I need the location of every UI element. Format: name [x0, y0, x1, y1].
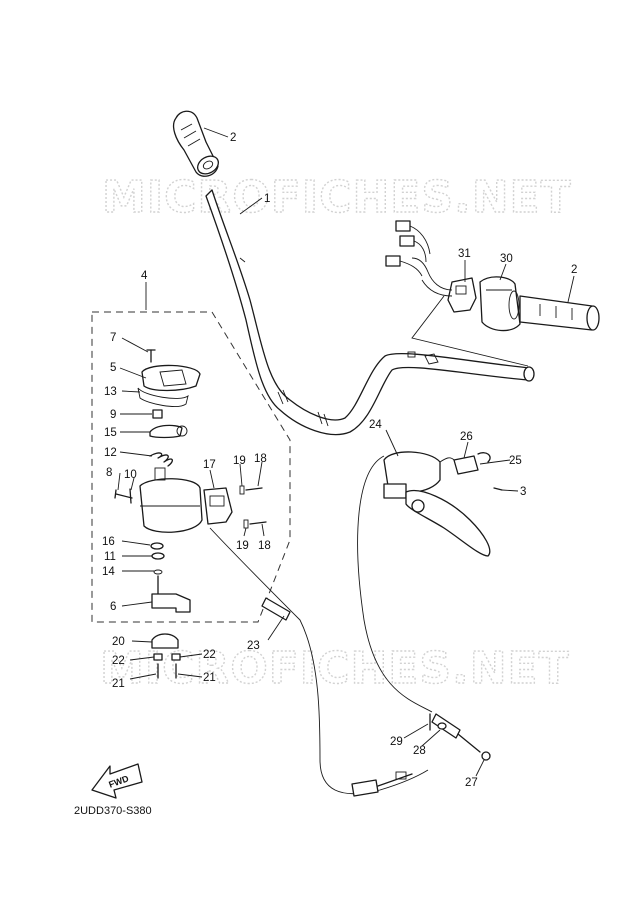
- callout-9: 9: [110, 409, 116, 421]
- brake-lever: [383, 451, 503, 557]
- callout-10: 10: [124, 469, 137, 481]
- callout-29: 29: [390, 736, 403, 748]
- callout-11: 11: [104, 551, 116, 563]
- callout-4: 4: [141, 270, 148, 282]
- callout-28: 28: [413, 745, 426, 757]
- callout-20: 20: [112, 636, 125, 648]
- leader-lines: [117, 127, 575, 777]
- watermark-top: MICROFICHES.NET: [102, 172, 572, 223]
- watermark-bottom: MICROFICHES.NET: [100, 643, 570, 694]
- callout-6: 6: [110, 601, 116, 613]
- callout-18-top: 18: [254, 453, 267, 465]
- callout-18-bottom: 18: [258, 540, 271, 552]
- callout-26: 26: [460, 431, 473, 443]
- callout-2: 2: [230, 132, 236, 144]
- callout-3: 3: [520, 486, 526, 498]
- callout-22-left: 22: [112, 655, 125, 667]
- forward-direction-arrow: FWD: [91, 763, 143, 799]
- callout-14: 14: [102, 566, 115, 578]
- diagram-code: 2UDD370-S380: [74, 805, 152, 817]
- throttle-housing: [479, 276, 521, 332]
- callout-25: 25: [509, 455, 522, 467]
- handlebar: [205, 189, 535, 436]
- callout-labels: 2 1 4 31 30 2 7 5 13 9 15 12 8 10 17 19 …: [102, 132, 577, 789]
- callout-24: 24: [369, 419, 382, 431]
- callout-19-top: 19: [233, 455, 246, 467]
- callout-7: 7: [110, 332, 116, 344]
- callout-21-left: 21: [112, 678, 125, 690]
- throttle-guide-line: [411, 295, 529, 367]
- switch-parts: [114, 349, 267, 613]
- callout-21-right: 21: [203, 672, 216, 684]
- switch-assembly-boundary: [91, 311, 291, 623]
- callout-19-bottom: 19: [236, 540, 249, 552]
- left-lever-cable: [209, 527, 429, 797]
- callout-23: 23: [247, 640, 260, 652]
- callout-31: 31: [458, 248, 471, 260]
- left-grip: [172, 110, 219, 177]
- throttle-switch: [385, 220, 477, 313]
- callout-27: 27: [465, 777, 478, 789]
- callout-15: 15: [104, 427, 117, 439]
- callout-30: 30: [500, 253, 513, 265]
- callout-1: 1: [264, 193, 270, 205]
- callout-5: 5: [110, 362, 116, 374]
- right-grip: [519, 295, 600, 331]
- callout-17: 17: [203, 459, 216, 471]
- callout-22-right: 22: [203, 649, 216, 661]
- callout-12: 12: [104, 447, 117, 459]
- callout-13: 13: [104, 386, 117, 398]
- callout-2-right: 2: [571, 264, 577, 276]
- right-lever-cable: [357, 455, 491, 761]
- callout-8: 8: [106, 467, 112, 479]
- callout-16: 16: [102, 536, 115, 548]
